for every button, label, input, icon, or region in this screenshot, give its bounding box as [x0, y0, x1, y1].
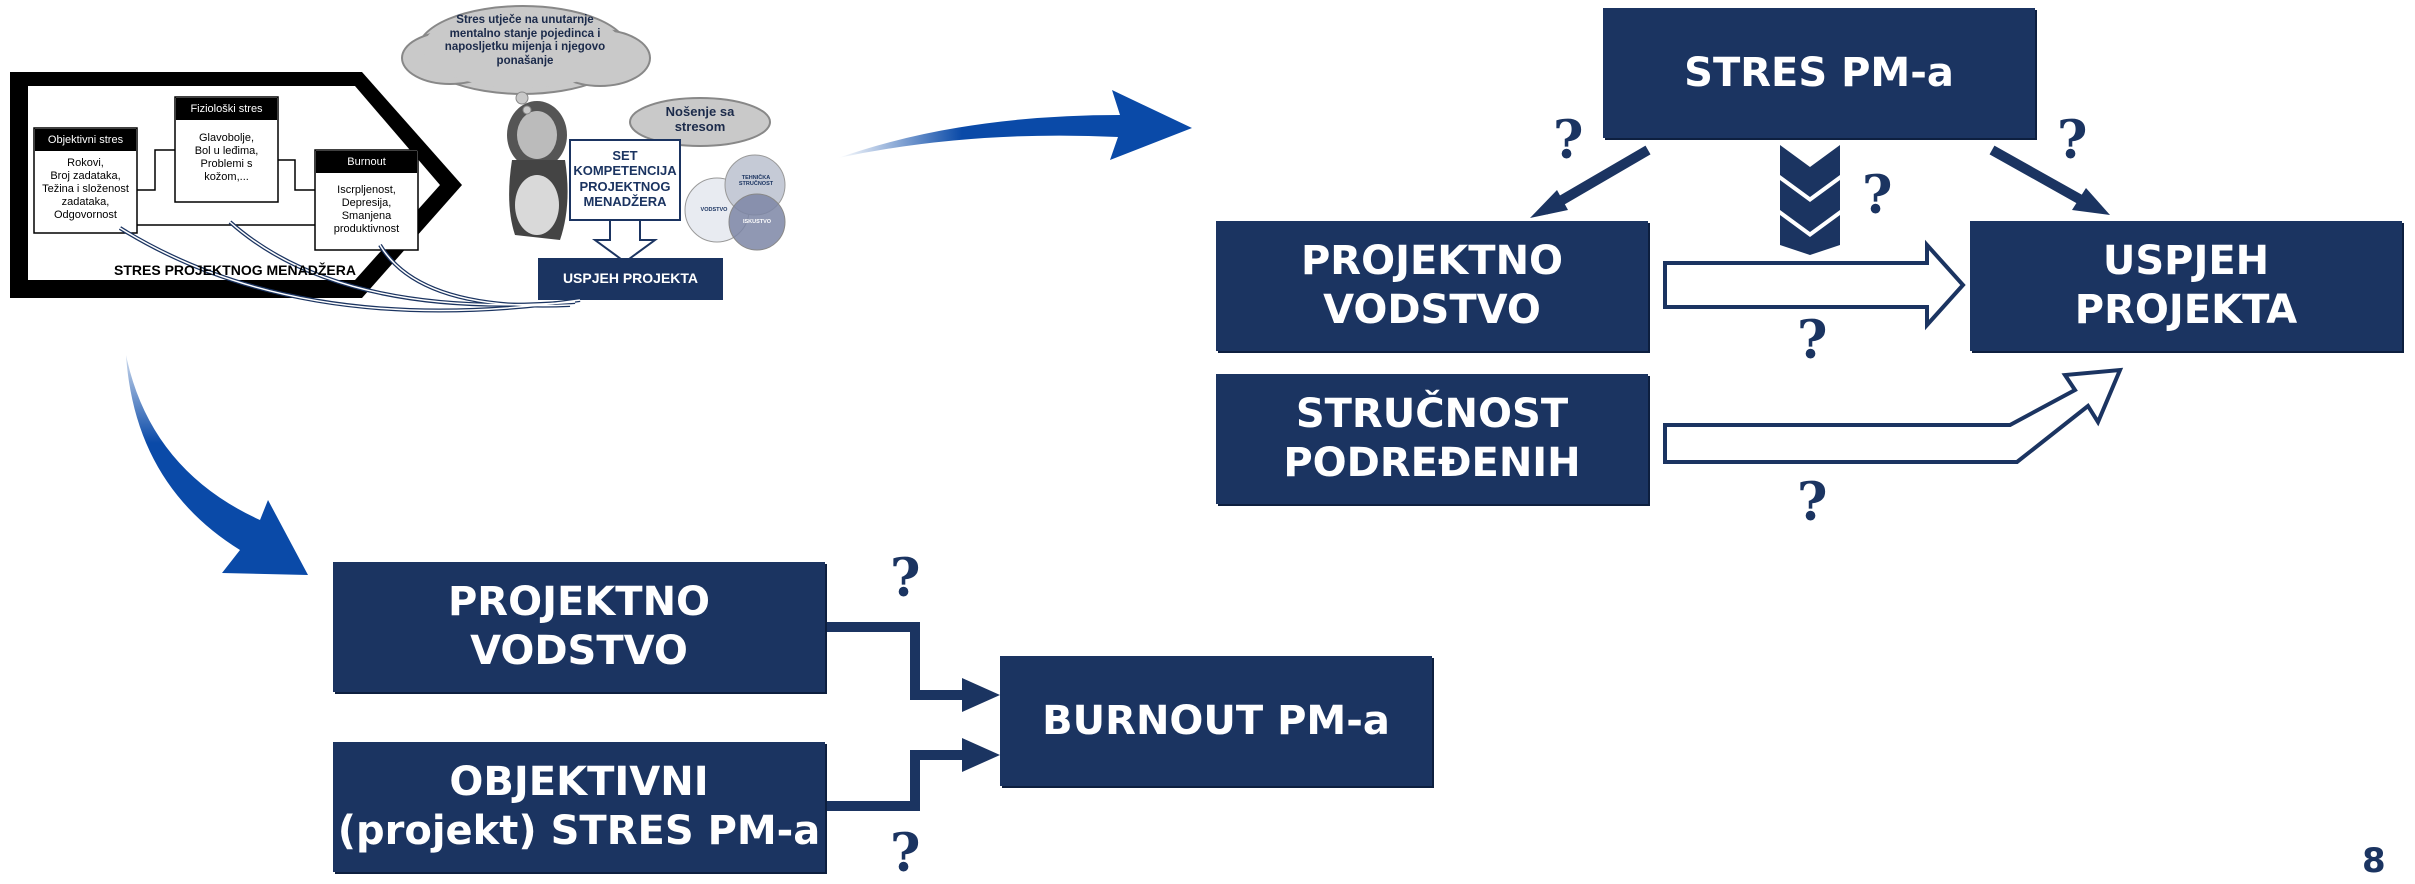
burnout-pm-box: BURNOUT PM-a: [1000, 656, 1432, 786]
bottom-projektno-vodstvo-box: PROJEKTNO VODSTVO: [333, 562, 825, 692]
arrowhead: [962, 678, 1000, 712]
outline-arrow-vodstvo-uspjeh: [1663, 239, 1966, 331]
objektivni-header: Objektivni stres: [35, 129, 136, 151]
venn-tehnicka-label: TEHNIČKA STRUČNOST: [738, 175, 774, 188]
set-kompetencija-text: SET KOMPETENCIJA PROJEKTNOG MENADŽERA: [573, 148, 677, 209]
head-silhouette-icon: [507, 101, 568, 240]
arrowhead: [1530, 190, 1568, 218]
curved-arrow-icon: [379, 244, 571, 307]
stres-pm-box: STRES PM-a: [1603, 8, 2035, 138]
connector-objektivni-burnout: [825, 750, 965, 811]
question-mark: ?: [1797, 310, 1828, 371]
page-number: 8: [2362, 841, 2386, 881]
set-kompetencija-box: [569, 139, 681, 221]
question-mark: ?: [2057, 110, 2088, 171]
thumb-connector: [137, 149, 175, 191]
stres-menadzera-label: STRES PROJEKTNOG MENADŽERA: [114, 262, 356, 278]
burnout-text: Iscrpljenost, Depresija, Smanjena produk…: [333, 184, 400, 235]
connector-vodstvo-burnout: [825, 622, 965, 700]
fizioloski-header: Fiziološki stres: [176, 98, 277, 120]
nosenje-text: Nošenje sa stresom: [665, 104, 735, 135]
question-mark: ?: [1862, 165, 1893, 226]
objektivni-stres-box: OBJEKTIVNI (projekt) STRES PM-a: [333, 742, 825, 872]
thought-bubble-text: Stres utječe na unutarnje mentalno stanj…: [444, 14, 606, 67]
venn-vodstvo-label: VODSTVO: [700, 207, 728, 213]
arrow-stres-to-uspjeh: [1989, 145, 2093, 210]
chevron-down-icon: [1780, 145, 1840, 255]
venn-circle: [728, 193, 786, 251]
question-mark: ?: [890, 548, 921, 609]
uspjeh-projekta-thumb-text: USPJEH PROJEKTA: [562, 270, 699, 286]
question-mark: ?: [1553, 110, 1584, 171]
thought-cloud: [401, 5, 651, 115]
objektivni-text: Rokovi, Broj zadataka, Težina i složenos…: [42, 157, 129, 221]
swoosh-arrow-right: [838, 90, 1192, 160]
arrowhead: [962, 738, 1000, 772]
thumb-connector: [278, 159, 315, 191]
swoosh-arrow-down: [126, 355, 308, 575]
venn-iskustvo-label: ISKUSTVO: [742, 219, 772, 225]
outline-arrow-strucnost-uspjeh: [1663, 367, 2124, 464]
projektno-vodstvo-box: PROJEKTNO VODSTVO: [1216, 221, 1648, 351]
burnout-header: Burnout: [316, 151, 417, 173]
uspjeh-projekta-box: USPJEH PROJEKTA: [1970, 221, 2402, 351]
arrowhead: [2072, 188, 2110, 215]
question-mark: ?: [890, 823, 921, 884]
fizioloski-text: Glavobolje, Bol u leđima, Problemi s kož…: [194, 132, 259, 183]
curved-arrow-icon: [119, 227, 581, 312]
strucnost-podredenih-box: STRUČNOST PODREĐENIH: [1216, 374, 1648, 504]
question-mark: ?: [1797, 472, 1828, 533]
uspjeh-projekta-thumb-box: [538, 258, 723, 300]
down-arrow-icon: [591, 219, 659, 264]
